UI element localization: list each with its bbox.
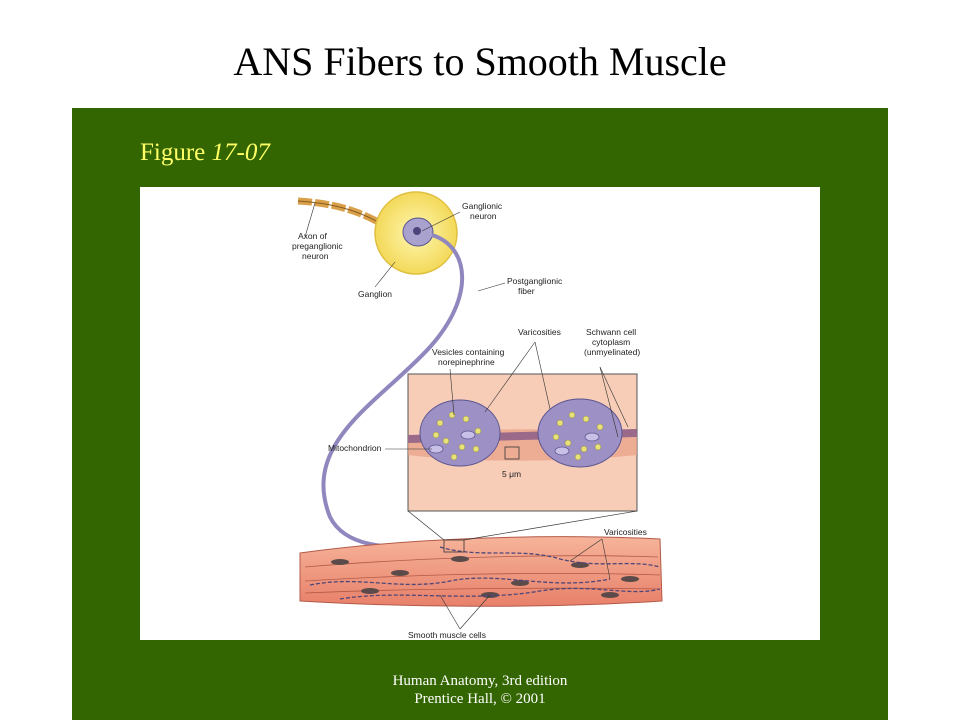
leader-lines <box>304 202 629 630</box>
label-vesicles-2: norepinephrine <box>438 357 495 367</box>
label-schwann-3: (unmyelinated) <box>584 347 640 357</box>
postganglionic-fiber <box>321 233 465 550</box>
label-ganglionic-1: Ganglionic <box>462 201 503 211</box>
diagram-labels: Axon of preganglionic neuron Ganglionic … <box>292 201 647 640</box>
label-axon-2: preganglionic <box>292 241 343 251</box>
label-schwann-2: cytoplasm <box>592 337 630 347</box>
label-postganglionic-2: fiber <box>518 286 535 296</box>
credit: Human Anatomy, 3rd edition Prentice Hall… <box>0 672 960 708</box>
label-ganglionic-2: neuron <box>470 211 497 221</box>
label-mitochondrion: Mitochondrion <box>328 443 382 453</box>
figure-label: Figure <box>140 139 206 166</box>
credit-line-2: Prentice Hall, © 2001 <box>414 691 546 707</box>
label-schwann-1: Schwann cell <box>586 327 636 337</box>
varicosity-inset <box>407 373 638 512</box>
figure-diagram: Axon of preganglionic neuron Ganglionic … <box>140 187 820 640</box>
label-ganglion: Ganglion <box>358 289 392 299</box>
neuron-nucleus <box>413 227 421 235</box>
credit-line-1: Human Anatomy, 3rd edition <box>392 673 568 689</box>
label-smooth-muscle: Smooth muscle cells <box>408 630 486 640</box>
label-scale: 5 μm <box>502 469 521 479</box>
label-vesicles-1: Vesicles containing <box>432 347 505 357</box>
preganglionic-axon <box>297 197 382 227</box>
label-axon-3: neuron <box>302 251 329 261</box>
label-axon-1: Axon of <box>298 231 327 241</box>
figure-caption: Figure 17-07 <box>140 139 270 167</box>
ans-diagram-svg: Axon of preganglionic neuron Ganglionic … <box>292 191 663 640</box>
figure-number: 17-07 <box>211 139 270 166</box>
label-varicosities-bottom: Varicosities <box>604 527 647 537</box>
slide-title: ANS Fibers to Smooth Muscle <box>233 39 727 84</box>
smooth-muscle-cells <box>299 510 663 607</box>
label-postganglionic-1: Postganglionic <box>507 276 563 286</box>
label-varicosities-top: Varicosities <box>518 327 561 337</box>
